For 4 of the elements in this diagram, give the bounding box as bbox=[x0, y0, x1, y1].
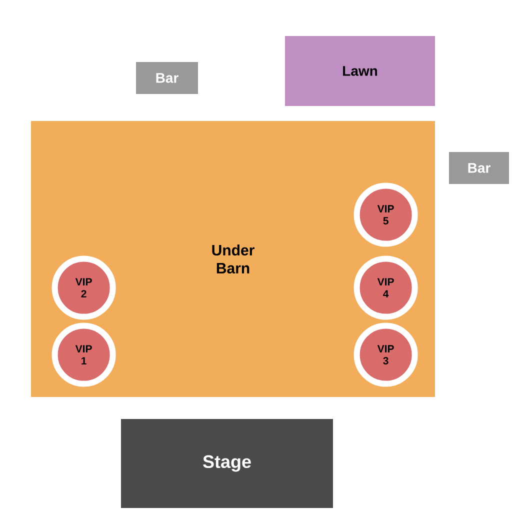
stage-box: Stage bbox=[121, 419, 333, 508]
section-box: Lawn bbox=[285, 36, 435, 106]
bar-box: Bar bbox=[136, 62, 198, 94]
bar-box: Bar bbox=[449, 152, 509, 184]
